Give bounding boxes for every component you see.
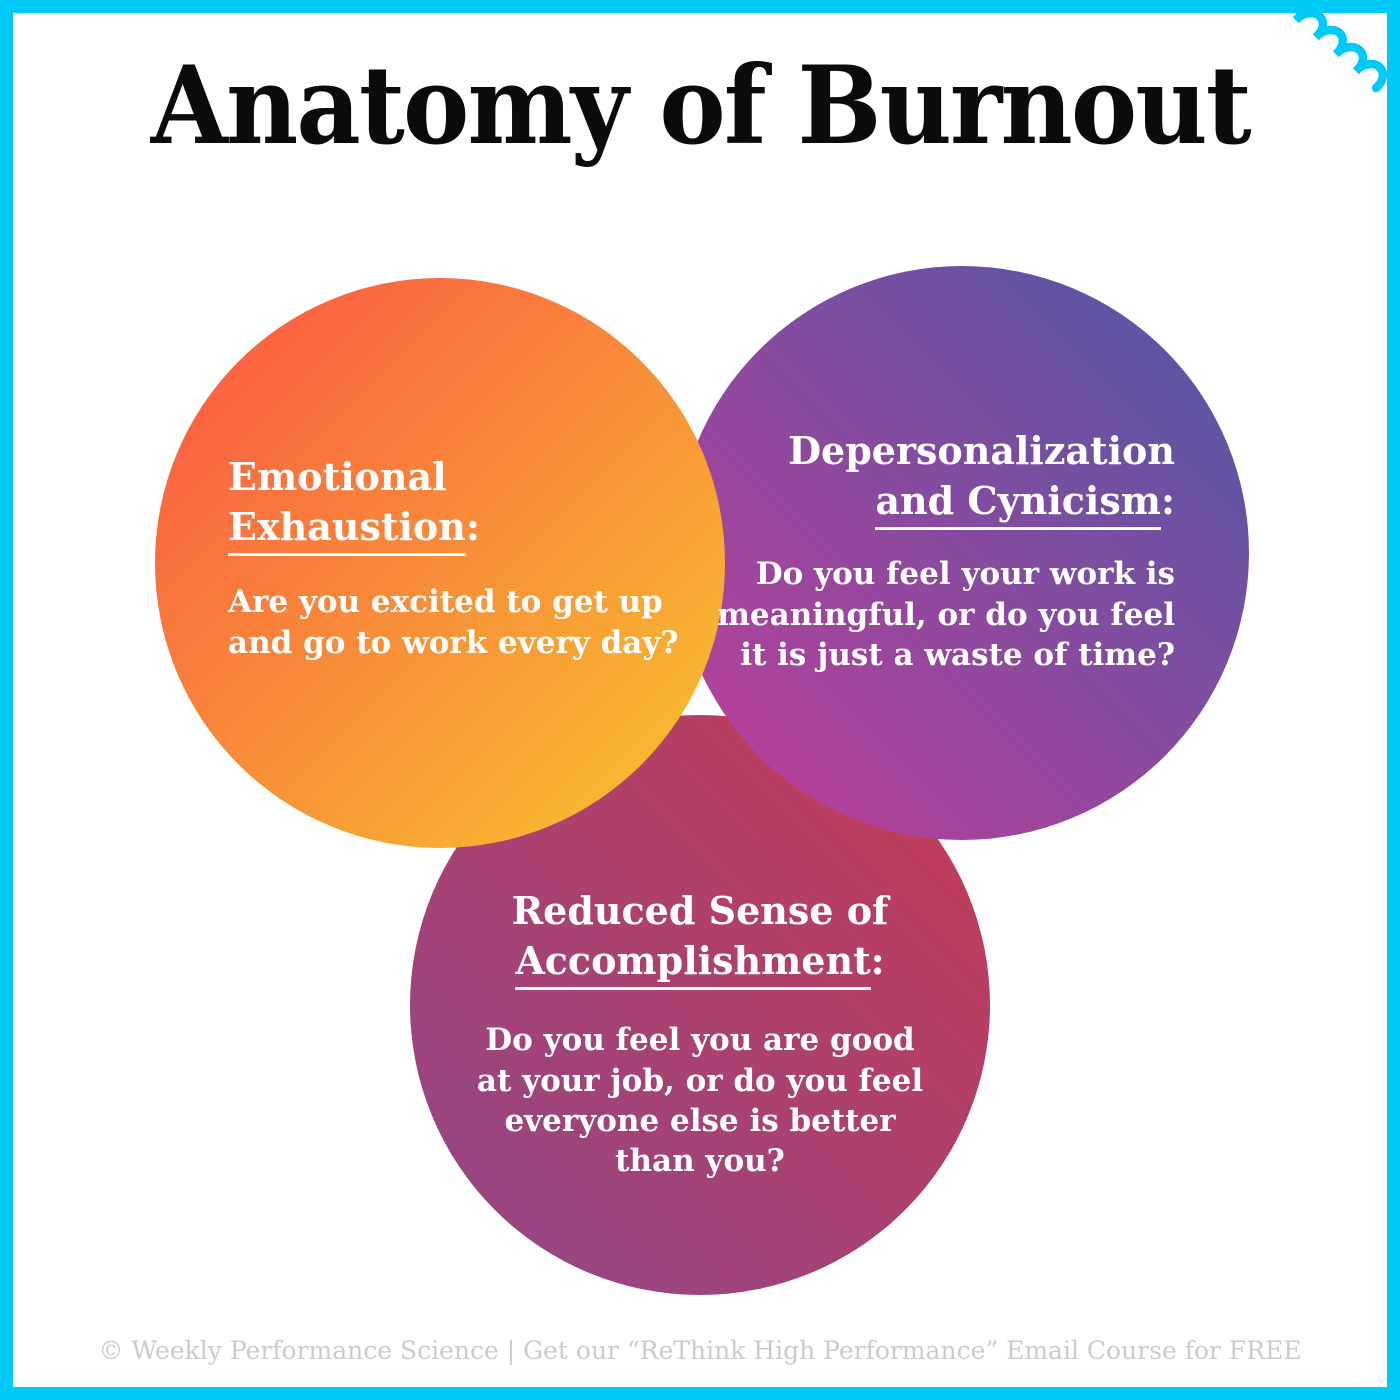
spiral-path xyxy=(1271,0,1388,93)
reduced-accomplishment-heading: Reduced Sense of Accomplishment: xyxy=(400,886,1000,991)
reduced-accomplishment-text: Reduced Sense of Accomplishment: Do you … xyxy=(400,886,1000,1182)
depersonalization-text: Depersonalization and Cynicism: Do you f… xyxy=(717,426,1175,675)
page-title-text: Anatomy of Burnout xyxy=(150,43,1251,169)
depersonalization-heading: Depersonalization and Cynicism: xyxy=(717,426,1175,531)
heading-colon: : xyxy=(1160,478,1175,524)
footer-credit: © Weekly Performance Science | Get our “… xyxy=(98,1336,1302,1365)
emotional-exhaustion-question: Are you excited to get up and go to work… xyxy=(228,584,679,661)
circle-depersonalization xyxy=(675,266,1249,840)
reduced-accomplishment-question: Do you feel you are good at your job, or… xyxy=(476,1022,924,1180)
emotional-exhaustion-heading: Emotional Exhaustion: xyxy=(228,452,679,557)
spiral-doodle-icon xyxy=(1271,0,1388,93)
emotional-exhaustion-text: Emotional Exhaustion: Are you excited to… xyxy=(228,452,679,663)
heading-colon: : xyxy=(465,504,480,550)
page-title: Anatomy of Burnout xyxy=(0,44,1400,168)
heading-line1: Emotional xyxy=(228,454,447,499)
heading-underlined: Exhaustion xyxy=(228,504,466,557)
depersonalization-question: Do you feel your work is meaningful, or … xyxy=(717,556,1175,673)
circle-emotional-exhaustion xyxy=(155,278,725,848)
heading-underlined: Accomplishment xyxy=(515,938,871,991)
heading-underlined: and Cynicism xyxy=(875,478,1161,531)
heading-colon: : xyxy=(870,938,885,984)
heading-line1: Depersonalization xyxy=(788,428,1175,473)
heading-line1: Reduced Sense of xyxy=(511,888,889,933)
